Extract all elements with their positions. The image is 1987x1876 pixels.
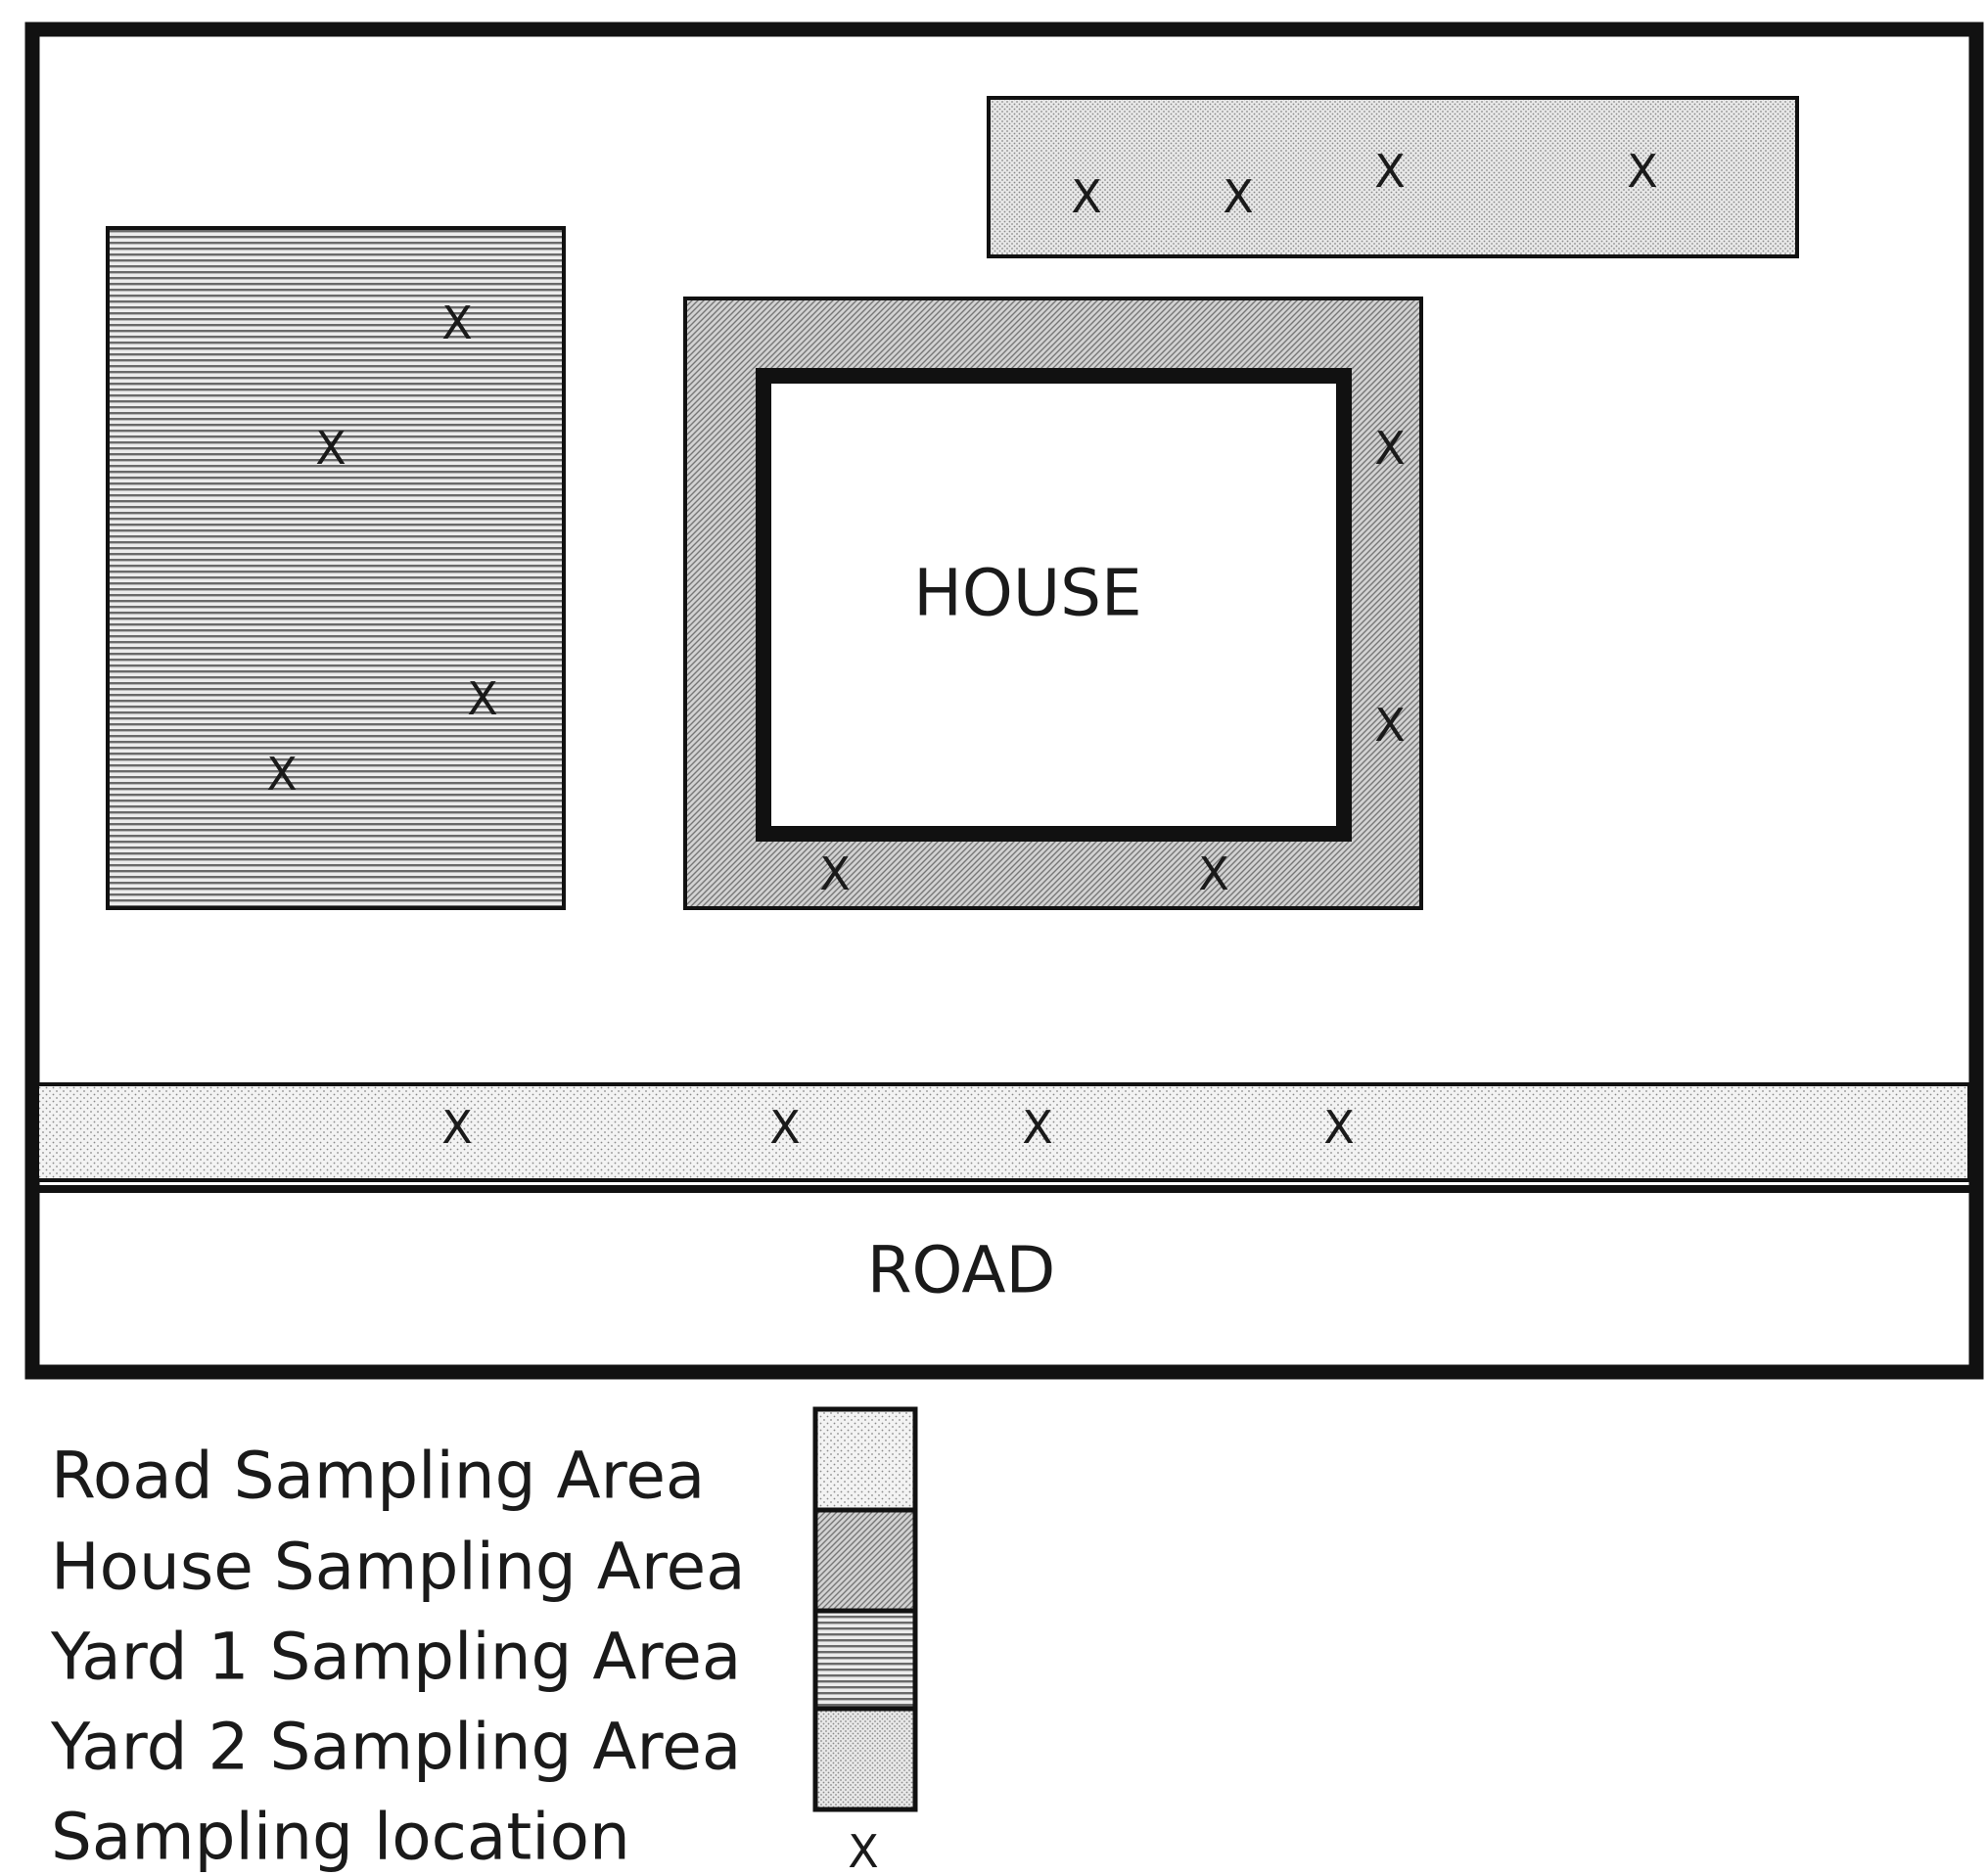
sampling-location-marker: X — [1198, 847, 1229, 900]
legend-marker-symbol: X — [848, 1825, 879, 1876]
sampling-location-marker: X — [1374, 699, 1406, 752]
legend: Road Sampling Area House Sampling Area Y… — [50, 1406, 918, 1876]
sampling-location-marker: X — [1022, 1101, 1053, 1154]
legend-swatch-yard1 — [812, 1608, 918, 1712]
legend-label-yard2: Yard 2 Sampling Area — [50, 1710, 741, 1785]
sampling-location-marker: X — [266, 748, 298, 801]
sampling-location-marker: X — [1323, 1101, 1355, 1154]
legend-label-house: House Sampling Area — [51, 1530, 746, 1605]
yard1-sampling-area — [106, 226, 566, 910]
sampling-location-marker: X — [315, 422, 347, 475]
sampling-location-marker: X — [819, 847, 851, 900]
sampling-location-marker: X — [441, 297, 473, 349]
sampling-location-marker: X — [769, 1101, 801, 1154]
sampling-location-marker: X — [1627, 145, 1658, 198]
legend-label-road: Road Sampling Area — [51, 1439, 705, 1514]
sampling-location-marker: X — [1223, 170, 1254, 223]
house — [756, 368, 1352, 842]
legend-swatch-house — [812, 1507, 918, 1614]
sampling-location-marker: X — [1374, 422, 1406, 475]
sampling-location-marker: X — [1374, 145, 1406, 198]
road-label: ROAD — [867, 1233, 1056, 1308]
sampling-location-marker: X — [441, 1101, 473, 1154]
sampling-location-marker: X — [1071, 170, 1102, 223]
sampling-markers: X X X X X X X X X X X X X X X X — [266, 145, 1658, 1154]
road-sampling-area — [35, 1082, 1971, 1182]
legend-label-yard1: Yard 1 Sampling Area — [50, 1620, 741, 1695]
legend-swatch-yard2 — [812, 1706, 918, 1812]
legend-label-marker: Sampling location — [51, 1800, 630, 1875]
sampling-location-marker: X — [467, 672, 498, 725]
house-label: HOUSE — [913, 556, 1141, 631]
yard2-sampling-area — [987, 96, 1799, 258]
legend-swatch-road — [812, 1406, 918, 1513]
